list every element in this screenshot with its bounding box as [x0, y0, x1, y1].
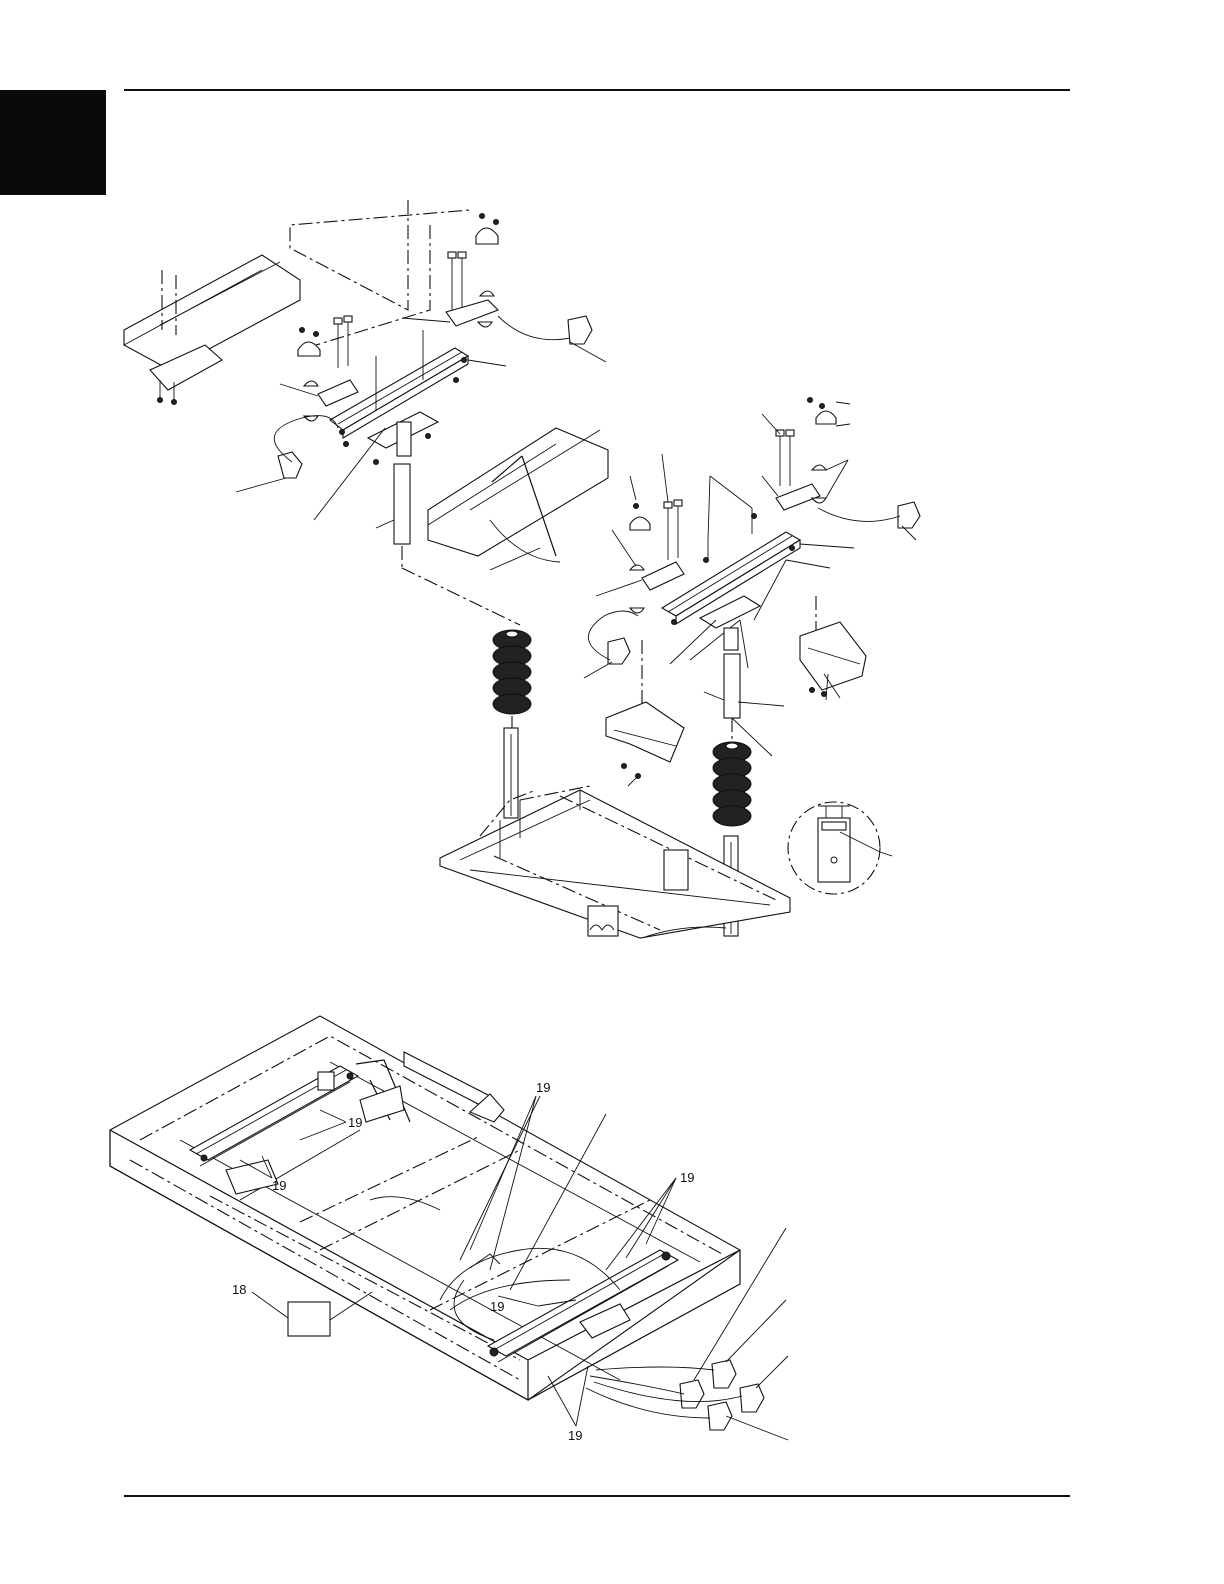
label-plate	[288, 1302, 330, 1336]
callout-19-left-upper: 19	[348, 1115, 362, 1130]
detail-inset	[788, 802, 892, 894]
upper-exploded-view	[124, 200, 920, 938]
left-frame-bracket	[124, 255, 300, 405]
callout-19-top: 19	[536, 1080, 550, 1095]
center-channel	[428, 428, 608, 570]
upper-left-clamp	[280, 316, 358, 421]
callout-19-bottom: 19	[568, 1428, 582, 1443]
callout-18: 18	[232, 1282, 246, 1297]
left-spring-stack	[493, 630, 531, 818]
left-switch	[236, 416, 338, 492]
right-mount-bracket	[800, 622, 866, 700]
right-plate-and-cylinder	[670, 596, 784, 756]
far-right-switch	[818, 502, 920, 540]
middle-mount-bracket	[606, 702, 684, 786]
middle-left-switch	[584, 611, 638, 678]
top-right-switch	[498, 316, 606, 362]
top-clamp-assembly	[402, 214, 499, 328]
callout-19-center: 19	[490, 1299, 504, 1314]
callout-19-right: 19	[680, 1170, 694, 1185]
lower-assembled-view	[110, 1016, 788, 1440]
callout-19-left-lower: 19	[272, 1178, 286, 1193]
middle-right-clamp	[596, 454, 684, 613]
left-rail	[330, 330, 506, 465]
right-upper-clamps	[762, 398, 850, 511]
